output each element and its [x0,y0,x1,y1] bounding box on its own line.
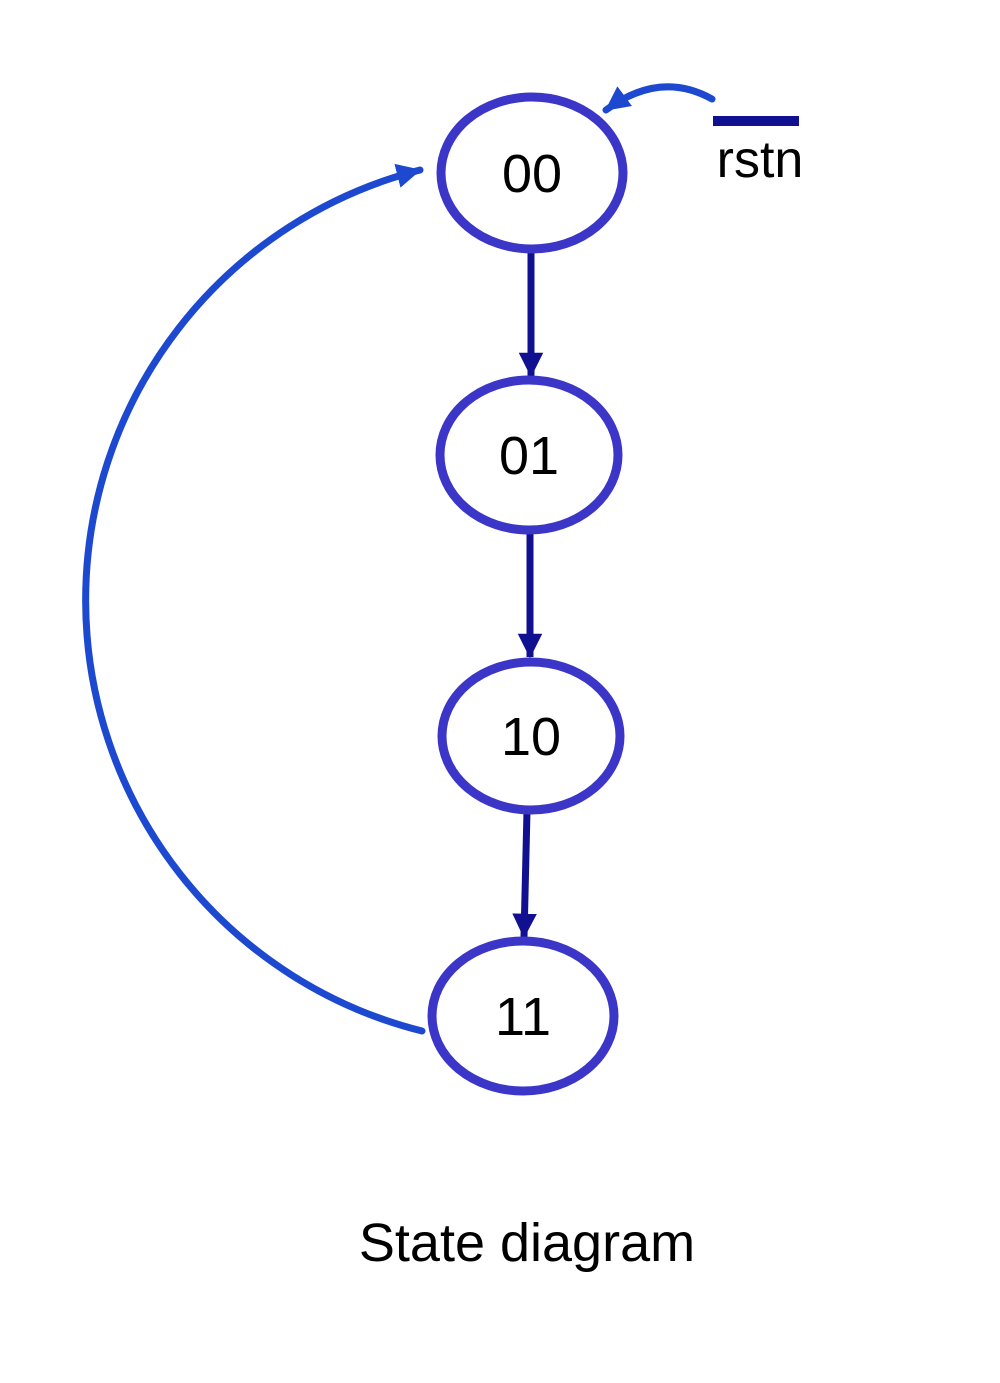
reset-arrow [602,83,716,114]
state-node-01 [435,375,623,535]
transition-arrow-10-to-11 [512,810,537,939]
state-node-00 [436,92,628,254]
state-node-10 [437,657,625,815]
state-label-00: 00 [502,144,562,204]
state-node-11 [427,936,619,1096]
state-label-10: 10 [501,707,561,767]
state-label-01: 01 [499,426,559,486]
diagram-caption: State diagram [359,1213,695,1273]
reset-signal-overline-bar [713,116,799,126]
loop-arrow-11-to-00 [82,163,426,1035]
reset-signal-label: rstn [717,131,804,189]
state-label-11: 11 [495,987,551,1047]
